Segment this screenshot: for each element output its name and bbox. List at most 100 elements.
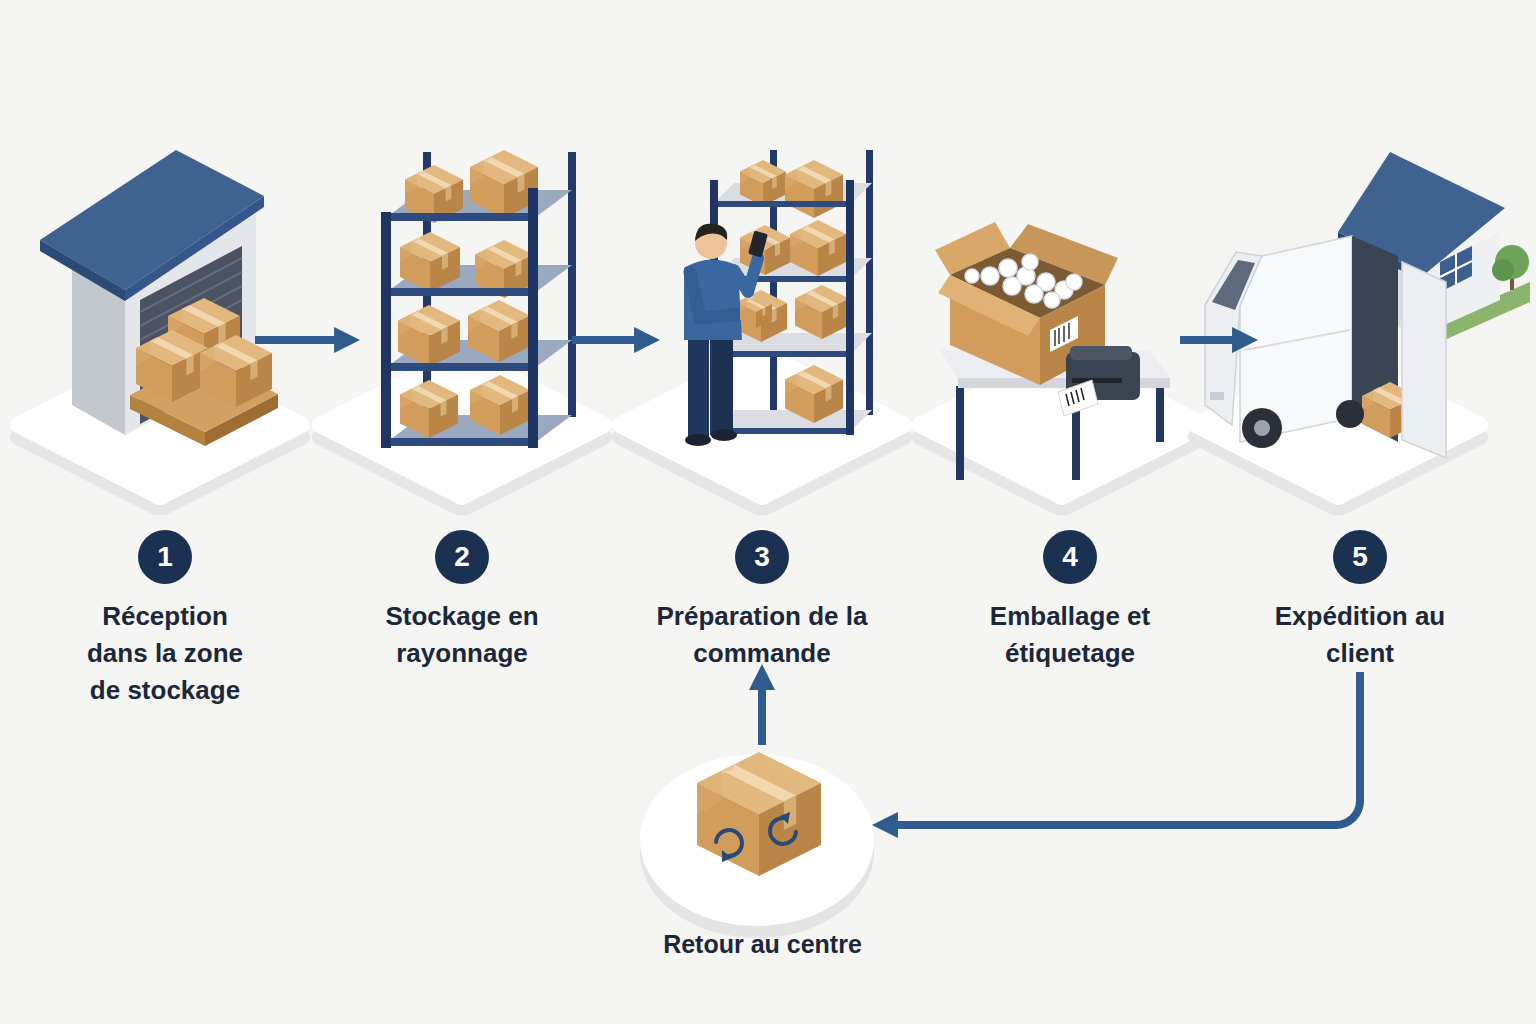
step-tiles: [18, 353, 1480, 938]
return-parcel: [716, 818, 796, 856]
step-label: Préparation de la commande: [652, 598, 872, 672]
node-texts: 4: [1062, 543, 1078, 571]
step-number-text: 1: [157, 543, 173, 571]
warehouse-building: [140, 258, 242, 312]
delivery-van: [1254, 420, 1270, 436]
step-label: Expédition au client: [1250, 598, 1470, 672]
customer-house: [1492, 259, 1514, 281]
customer-house: [1440, 261, 1472, 277]
label-printer: [1058, 346, 1140, 416]
node-children: 1: [138, 530, 192, 584]
label-printer: [1081, 388, 1084, 400]
open-parcel: [938, 275, 1040, 336]
label-printer: [1066, 388, 1084, 406]
return-parcel: [716, 830, 742, 856]
picking-shelf: [735, 290, 787, 342]
open-parcel: [1054, 330, 1056, 346]
delivery-van: [1336, 400, 1364, 428]
node-texts: 2: [454, 543, 470, 571]
step-number: 2: [435, 530, 489, 584]
worker-figure: [684, 224, 772, 446]
picking-shelf: [785, 160, 843, 218]
picking-shelf: [740, 160, 786, 206]
open-parcel: [999, 259, 1017, 277]
storage-shelving: [528, 188, 538, 448]
return-parcel: [780, 812, 790, 824]
worker-figure: [695, 224, 727, 241]
node-texts: Emballage et étiquetage: [960, 598, 1180, 672]
process-step: 2Stockage en rayonnage: [352, 150, 572, 672]
return-parcel: [770, 818, 796, 844]
open-parcel: [1055, 323, 1069, 346]
storage-shelving: [383, 288, 533, 296]
warehouse-building: [40, 240, 125, 301]
node-texts: 5: [1352, 543, 1368, 571]
storage-shelving: [381, 212, 391, 448]
label-printer: [1070, 346, 1132, 360]
return-parcel: [697, 752, 821, 876]
storage-shelving: [400, 380, 458, 438]
node-children: 4: [1043, 530, 1097, 584]
worker-figure: [740, 296, 772, 328]
return-label: Retour au centre: [645, 927, 880, 961]
storage-shelving: [470, 375, 530, 435]
picking-shelf: [866, 150, 873, 415]
storage-shelving: [383, 213, 533, 221]
worker-figure: [748, 231, 768, 258]
node-children: 5: [1333, 530, 1387, 584]
open-parcel: [1025, 285, 1043, 303]
step-label: Réception dans la zone de stockage: [75, 598, 255, 709]
worker-figure: [734, 258, 758, 292]
flow-arrow: [255, 336, 352, 344]
node-children: 2: [435, 530, 489, 584]
open-parcel: [1068, 323, 1070, 339]
process-step: 1Réception dans la zone de stockage: [75, 150, 255, 709]
storage-shelving: [398, 305, 460, 367]
step-number-text: 3: [754, 543, 770, 571]
process-step: 4Emballage et étiquetage: [960, 150, 1180, 672]
flow-arrow: [880, 672, 1360, 825]
delivery-van: [1242, 408, 1282, 448]
packing-table: [956, 386, 964, 480]
step-number-text: 4: [1062, 543, 1078, 571]
picking-shelf: [740, 225, 790, 275]
step-label: Emballage et étiquetage: [960, 598, 1180, 672]
node-texts: 3: [754, 543, 770, 571]
open-parcel: [965, 269, 979, 283]
storage-shelving: [400, 232, 460, 292]
node-texts: Réception dans la zone de stockage: [75, 598, 255, 709]
picking-shelf: [790, 220, 846, 276]
node-children: 3: [735, 530, 789, 584]
storage-shelving: [470, 150, 538, 218]
delivery-van: [1205, 236, 1446, 458]
node-texts: Stockage en rayonnage: [352, 598, 572, 672]
worker-figure: [711, 429, 737, 441]
step-label: Stockage en rayonnage: [352, 598, 572, 672]
label-printer: [1076, 390, 1079, 402]
return-step: Retour au centre: [645, 745, 880, 961]
step-number: 5: [1333, 530, 1387, 584]
storage-shelving: [383, 438, 533, 446]
pallet-with-boxes: [130, 298, 278, 446]
delivery-van: [1210, 392, 1224, 400]
open-parcel: [1066, 274, 1082, 290]
node-texts: 1: [157, 543, 173, 571]
picking-shelf: [795, 285, 849, 339]
open-parcel: [981, 267, 999, 285]
delivery-van: [1402, 262, 1446, 458]
step-number-text: 5: [1352, 543, 1368, 571]
step-number: 4: [1043, 530, 1097, 584]
node-texts: Retour au centre: [645, 927, 880, 961]
open-parcel: [1044, 292, 1060, 308]
open-parcel: [1022, 254, 1038, 270]
return-parcel: [722, 812, 790, 862]
label-printer: [1071, 392, 1074, 404]
worker-figure: [688, 330, 709, 440]
process-step: 3Préparation de la commande: [652, 150, 872, 672]
pallet-with-boxes: [136, 330, 208, 402]
flow-arrow: [1180, 336, 1250, 344]
flow-arrow: [758, 672, 766, 745]
process-step: 5Expédition au client: [1250, 150, 1470, 672]
picking-shelf: [846, 180, 854, 435]
